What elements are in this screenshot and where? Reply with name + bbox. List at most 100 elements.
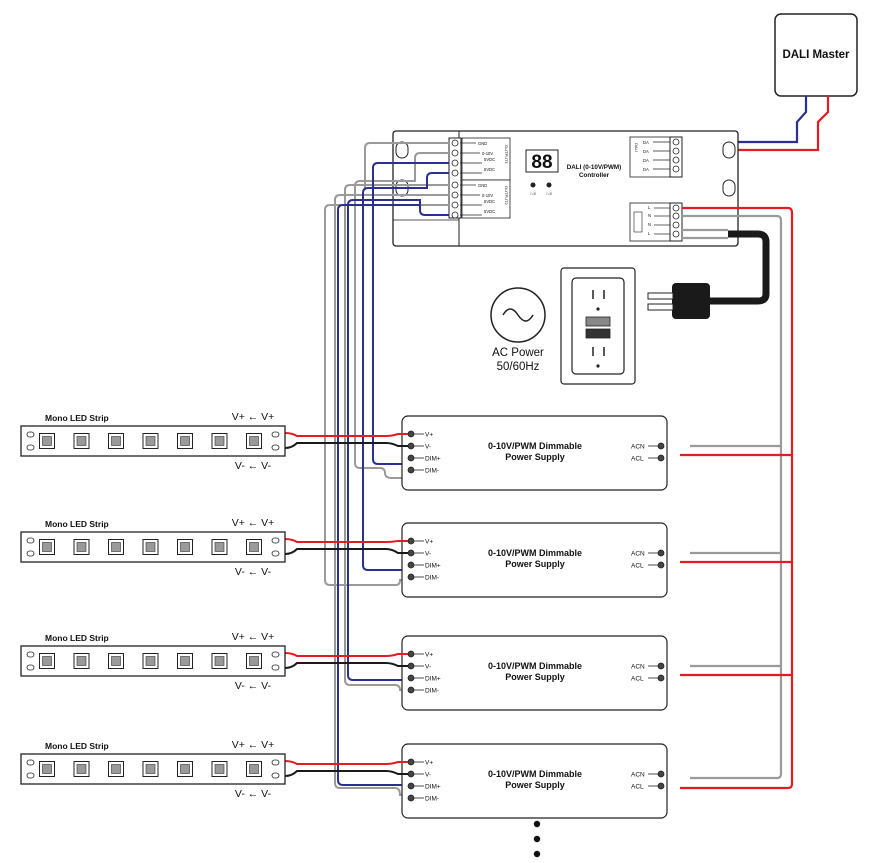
dali-da-3: DA: [643, 158, 649, 163]
ps-title: 0-10V/PWM Dimmable: [488, 441, 582, 451]
ps-title: 0-10V/PWM Dimmable: [488, 548, 582, 558]
v-minus-wire: [284, 770, 408, 777]
dali-master: DALI Master: [774, 13, 858, 97]
ps-ac-terminal-label: ACN: [631, 551, 645, 558]
led-strip-title: Mono LED Strip: [45, 741, 109, 751]
ps-terminal-label: DIM-: [425, 688, 439, 695]
controller-subtitle: Controller: [579, 172, 610, 179]
ps-title: 0-10V/PWM Dimmable: [488, 661, 582, 671]
wall-outlet: [560, 267, 636, 385]
dali-da-2: DA: [643, 149, 649, 154]
ps-ac-terminal-label: ACN: [631, 444, 645, 451]
led-strip-vplus-label: V+ ← V+: [232, 631, 275, 643]
v-plus-wire: [284, 538, 408, 543]
ac-distribution-wires: [680, 206, 794, 790]
continuation-dots: [533, 820, 541, 858]
ps-terminal-dot: [407, 573, 415, 581]
ps-ac-terminal-label: ACN: [631, 664, 645, 671]
out1-0-10v: 0-10V: [482, 151, 493, 156]
dali-side-label: DALI: [634, 143, 639, 152]
ps-terminal-label: DIM-: [425, 575, 439, 582]
button-left-label: □-S: [530, 192, 536, 196]
v-minus-wire: [284, 662, 408, 669]
led-strip-vminus-label: V- ← V-: [235, 680, 272, 692]
led-strip: Mono LED Strip V+ ← V+ V- ← V-: [20, 411, 286, 472]
ps-terminal-dot: [407, 662, 415, 670]
plug: [672, 283, 710, 319]
ps-ac-terminal-label: ACL: [631, 456, 644, 463]
ps-subtitle: Power Supply: [505, 452, 565, 462]
v-plus-wire: [284, 432, 408, 437]
ps-terminal-dot: [407, 430, 415, 438]
ps-ac-terminal-dot: [657, 782, 665, 790]
ps-terminal-dot: [407, 466, 415, 474]
out2-5vdc-b: 5VDC: [484, 209, 495, 214]
power-supply: V+ V- DIM+ DIM- ACN ACL 0-10V/PWM DimmablePowe…: [401, 635, 668, 711]
ps-terminal-label: V-: [425, 772, 431, 779]
led-strip-vplus-label: V+ ← V+: [232, 517, 275, 529]
ps-ac-terminal-dot: [657, 549, 665, 557]
ps-ac-terminal-label: ACN: [631, 772, 645, 779]
ps-terminal-label: V+: [425, 652, 433, 659]
pwr-l-1: L: [648, 205, 651, 210]
out1-5vdc-b: 5VDC: [484, 167, 495, 172]
led-strip-title: Mono LED Strip: [45, 519, 109, 529]
ps-terminal-label: DIM-: [425, 796, 439, 803]
ps-terminal-label: DIM+: [425, 563, 441, 570]
out2-5vdc-a: 5VDC: [484, 199, 495, 204]
ps-terminal-label: DIM-: [425, 468, 439, 475]
v-plus-wire: [284, 760, 408, 765]
dali-master-label: DALI Master: [782, 49, 850, 61]
ps-terminal-label: DIM+: [425, 676, 441, 683]
led-strip-title: Mono LED Strip: [45, 633, 109, 643]
dali-da-1: DA: [643, 140, 649, 145]
segment-display: 88: [531, 152, 552, 173]
ps-terminal-label: V+: [425, 432, 433, 439]
ps-terminal-dot: [407, 537, 415, 545]
ps-terminal-label: DIM+: [425, 456, 441, 463]
ps-subtitle: Power Supply: [505, 780, 565, 790]
ps-terminal-dot: [407, 454, 415, 462]
channel2-label: OUTPUT2: [504, 186, 509, 205]
ps-ac-terminal-dot: [657, 561, 665, 569]
pwr-n-1: N: [648, 213, 651, 218]
controller-title: DALI (0-10V/PWM): [567, 164, 622, 171]
controller: GND 0-10V 5VDC 5VDC GND 0-10V 5VDC 5VDC …: [392, 130, 739, 247]
ps-terminal-dot: [407, 758, 415, 766]
ps-terminal-label: V-: [425, 664, 431, 671]
ps-terminal-dot: [407, 549, 415, 557]
ps-terminal-label: V+: [425, 760, 433, 767]
out1-gnd: GND: [478, 141, 487, 146]
led-strip-vminus-label: V- ← V-: [235, 460, 272, 472]
led-strip: Mono LED Strip V+ ← V+ V- ← V-: [20, 631, 286, 692]
ps-subtitle: Power Supply: [505, 559, 565, 569]
dali-da-4: DA: [643, 167, 649, 172]
ps-ac-terminal-label: ACL: [631, 676, 644, 683]
out1-5vdc-a: 5VDC: [484, 157, 495, 162]
ps-ac-terminal-label: ACL: [631, 563, 644, 570]
pwr-n-2: N: [648, 222, 651, 227]
ps-terminal-dot: [407, 442, 415, 450]
ps-ac-terminal-dot: [657, 662, 665, 670]
ps-terminal-dot: [407, 674, 415, 682]
ps-subtitle: Power Supply: [505, 672, 565, 682]
ps-terminal-dot: [407, 650, 415, 658]
led-strip-vplus-label: V+ ← V+: [232, 411, 275, 423]
ps-ac-terminal-dot: [657, 442, 665, 450]
v-minus-wire: [284, 442, 408, 449]
out2-gnd: GND: [478, 183, 487, 188]
led-strip-title: Mono LED Strip: [45, 413, 109, 423]
ps-ac-terminal-dot: [657, 674, 665, 682]
ps-ac-terminal-dot: [657, 770, 665, 778]
button-left: [530, 182, 536, 188]
ac-frequency-label: 50/60Hz: [497, 361, 540, 373]
ac-power-icon: [490, 287, 546, 343]
channel1-label: OUTPUT1: [504, 145, 509, 164]
dali-bus-wires: [682, 96, 830, 152]
